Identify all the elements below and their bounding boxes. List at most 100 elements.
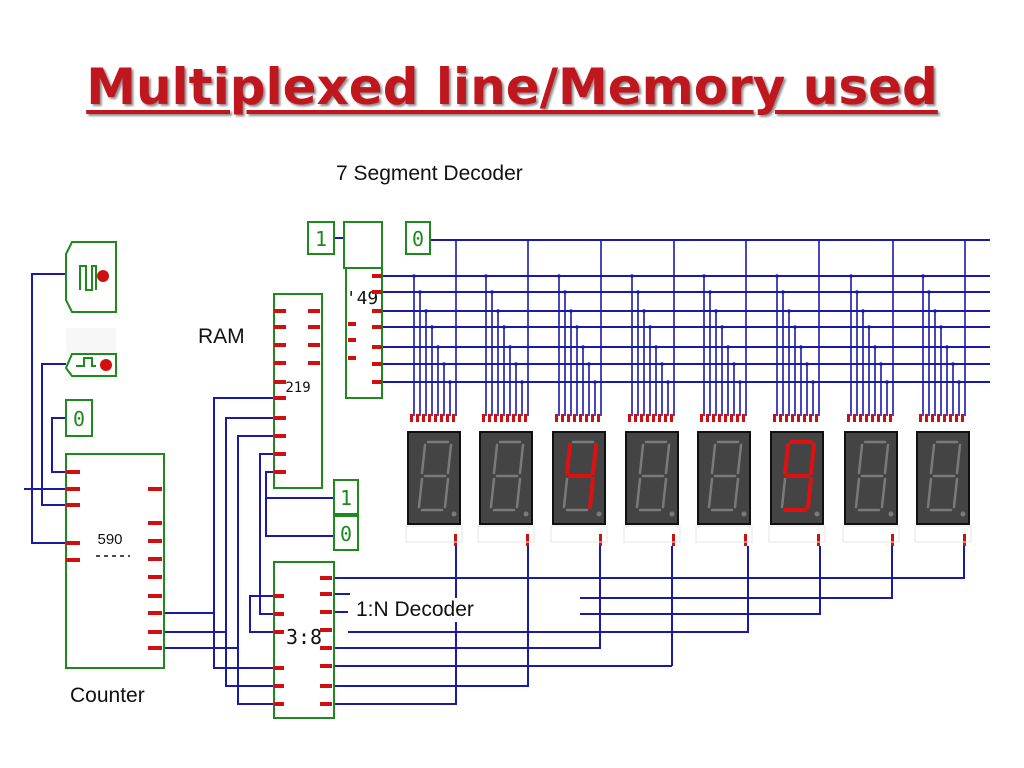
one-to-n-input-pin (274, 702, 284, 706)
one-to-n-pins (274, 576, 332, 706)
counter-pins (66, 470, 162, 650)
segment-f (710, 443, 717, 475)
segment-f (783, 443, 790, 475)
toggle-value: 0 (340, 522, 352, 546)
segment-b (518, 443, 525, 475)
decoder-output-pin (372, 325, 382, 329)
counter-output-pin (148, 521, 162, 525)
label-counter: Counter (70, 684, 145, 707)
ram-address-pin (274, 380, 286, 384)
one-to-n-output-pin (320, 592, 332, 596)
segment-f (929, 443, 936, 475)
seven-segment-display (623, 414, 681, 546)
one-to-n-output-pin (320, 610, 332, 614)
decoder-output-pin (372, 290, 382, 294)
segment-b (883, 443, 890, 475)
ram-data-pin (308, 343, 320, 347)
counter-output-pin (148, 557, 162, 561)
ram-data-pin (308, 361, 320, 365)
ram-address-pin (274, 470, 286, 474)
one-to-n-input-pin (274, 594, 284, 598)
decoder-output-pin (372, 274, 382, 278)
toggle-input-ram-0[interactable]: 0 (333, 515, 359, 551)
segment-c (952, 477, 959, 509)
counter-chip[interactable]: 590 (65, 453, 165, 669)
ram-address-pin (274, 325, 286, 329)
segment-e (489, 477, 496, 509)
clock-source-icon[interactable] (65, 241, 117, 313)
segment-b (591, 443, 598, 475)
counter-output-pin (148, 630, 162, 634)
one-to-n-input-pin (274, 630, 284, 634)
ram-chip[interactable]: 219 (273, 293, 323, 489)
seven-segment-display (914, 414, 972, 546)
ram-address-pin (274, 361, 286, 365)
counter-input-pin (66, 558, 80, 562)
ram-data-pin (308, 309, 320, 313)
decoder-output-pin (372, 380, 382, 384)
counter-output-pin (148, 646, 162, 650)
ram-address-pin (274, 416, 286, 420)
segment-b (955, 443, 962, 475)
seven-segment-display (477, 414, 535, 546)
segment-f (857, 443, 864, 475)
decoder-input-pin (348, 356, 356, 360)
segment-bus-drops (412, 240, 966, 416)
decoder-input-pin (348, 338, 356, 342)
seven-segment-display (550, 414, 608, 546)
seven-segment-display (842, 414, 900, 546)
ram-address-pin (274, 343, 286, 347)
segment-c (515, 477, 522, 509)
one-to-n-output-pin (320, 702, 332, 706)
segment-e (780, 477, 787, 509)
decoder-output-pin (372, 309, 382, 313)
segment-c (661, 477, 668, 509)
decoder-chip-label: '49 (346, 288, 379, 309)
toggle-value: 1 (315, 227, 327, 251)
segment-c (588, 477, 595, 509)
segment-f (565, 443, 572, 475)
segment-f (492, 443, 499, 475)
toggle-input-top-0[interactable]: 0 (405, 221, 431, 255)
seven-segment-decoder-chip[interactable]: '49 (343, 221, 383, 399)
segment-e (926, 477, 933, 509)
ram-address-pin (274, 396, 286, 400)
decoder-output-pin (372, 345, 382, 349)
one-to-n-output-pin (320, 646, 332, 650)
segment-e (635, 477, 642, 509)
seven-segment-display (405, 414, 463, 546)
toggle-value: 0 (412, 227, 424, 251)
counter-input-pin (66, 487, 80, 491)
segment-e (562, 477, 569, 509)
label-one-to-n-decoder: 1:N Decoder (352, 598, 478, 622)
segment-f (420, 443, 427, 475)
ram-address-pin (274, 452, 286, 456)
label-seven-segment-decoder: 7 Segment Decoder (336, 162, 523, 185)
one-to-n-output-pin (320, 684, 332, 688)
decoder-input-pin (348, 322, 356, 326)
segment-c (880, 477, 887, 509)
toggle-input-ram-1[interactable]: 1 (333, 479, 359, 515)
slide-title: Multiplexed line/Memory used (86, 58, 938, 116)
ram-chip-label: 219 (285, 380, 310, 396)
one-to-n-input-pin (274, 612, 284, 616)
one-to-n-input-pin (274, 666, 284, 670)
segment-b (736, 443, 743, 475)
segment-e (707, 477, 714, 509)
pulse-source-icon[interactable] (64, 328, 117, 380)
one-to-n-output-pin (320, 628, 332, 632)
counter-output-pin (148, 594, 162, 598)
segment-e (854, 477, 861, 509)
toggle-input-left-0[interactable]: 0 (65, 399, 93, 437)
counter-output-pin (148, 611, 162, 615)
counter-input-pin (66, 503, 80, 507)
toggle-value: 0 (73, 407, 85, 431)
one-to-n-chip-label: 3:8 (286, 625, 322, 649)
toggle-value: 1 (340, 486, 352, 510)
counter-output-pin (148, 575, 162, 579)
toggle-input-top-1[interactable]: 1 (307, 221, 335, 255)
segment-c (443, 477, 450, 509)
one-to-n-decoder-chip[interactable]: 3:8 (273, 561, 335, 719)
counter-output-pin (148, 487, 162, 491)
